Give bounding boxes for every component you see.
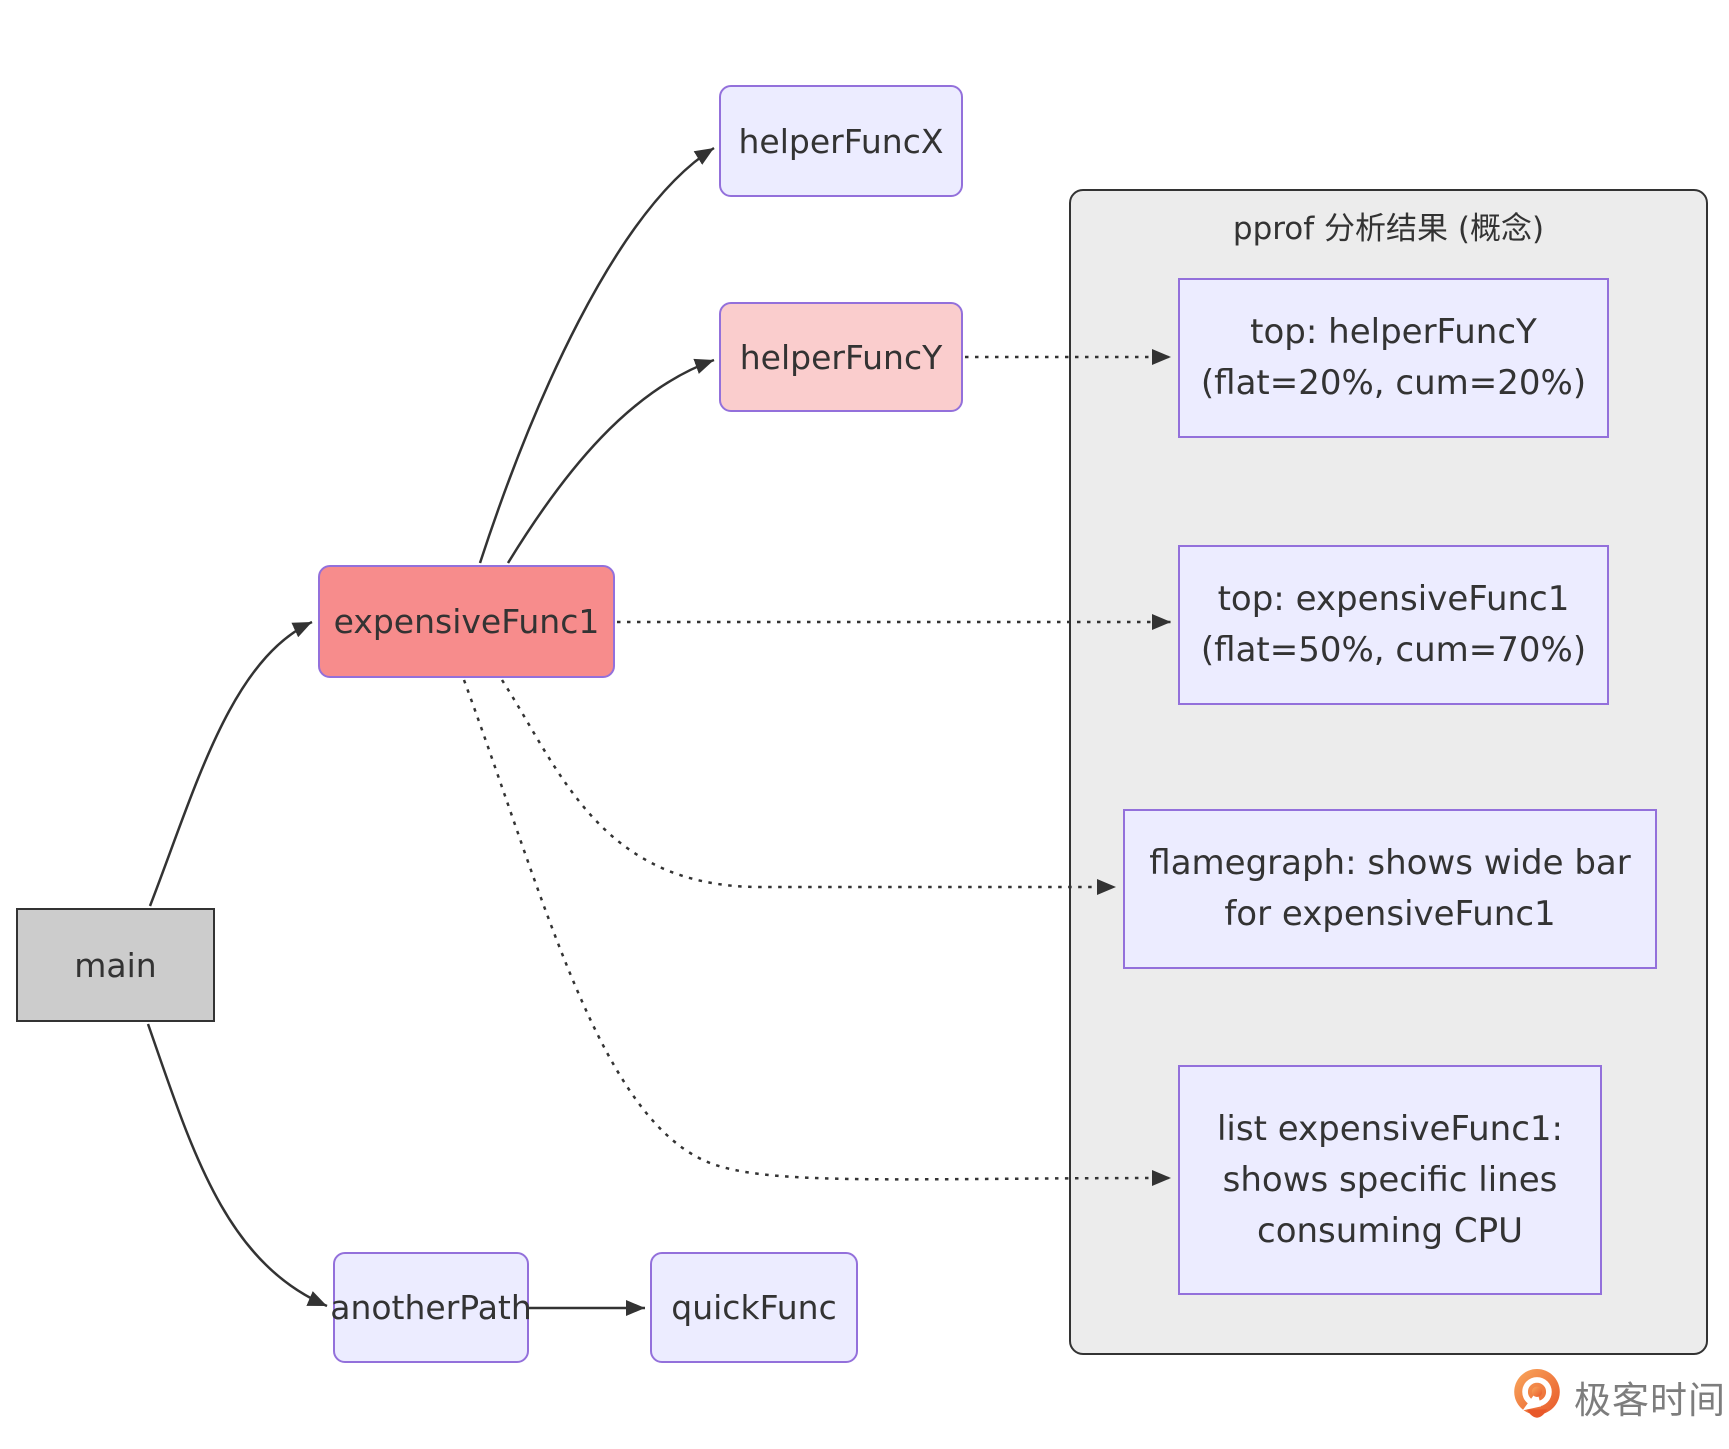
result-line: shows specific lines <box>1222 1159 1558 1200</box>
node-helperfuncy: helperFuncY <box>719 302 963 412</box>
node-label: quickFunc <box>671 1288 837 1327</box>
result-line: top: expensiveFunc1 <box>1217 579 1570 619</box>
result-line: top: helperFuncY <box>1250 312 1537 352</box>
result-list-expensivefunc1: list expensiveFunc1: shows specific line… <box>1178 1065 1602 1295</box>
node-label: helperFuncX <box>738 121 944 161</box>
result-line: consuming CPU <box>1257 1210 1523 1251</box>
node-label: expensiveFunc1 <box>333 602 600 641</box>
result-line: flamegraph: shows wide bar <box>1149 843 1631 883</box>
node-anotherpath: anotherPath <box>330 1252 532 1363</box>
node-quickfunc: quickFunc <box>650 1252 858 1363</box>
node-main: main <box>16 908 215 1022</box>
edge-expensivefunc1-to-flamegraph-result <box>500 679 1116 895</box>
node-label: anotherPath <box>330 1288 532 1327</box>
result-line: (flat=50%, cum=70%) <box>1200 630 1587 670</box>
panel-title: pprof 分析结果 (概念) <box>1232 211 1545 247</box>
result-line: for expensiveFunc1 <box>1224 894 1556 934</box>
pprof-results-panel: pprof 分析结果 (概念) top: helperFuncY (flat=2… <box>1069 189 1708 1355</box>
geektime-logo: 极客时间 <box>1512 1368 1726 1426</box>
result-top-expensivefunc1: top: expensiveFunc1 (flat=50%, cum=70%) <box>1178 545 1609 705</box>
node-helperfuncx: helperFuncX <box>719 85 963 197</box>
edge-main-to-anotherpath <box>146 1023 328 1308</box>
result-line: list expensiveFunc1: <box>1216 1108 1563 1149</box>
edge-expensivefunc1-to-list-result <box>462 679 1172 1187</box>
geektime-logo-text: 极客时间 <box>1574 1379 1726 1422</box>
geektime-logo-icon <box>1514 1369 1560 1418</box>
node-label: helperFuncY <box>739 337 943 377</box>
node-expensivefunc1: expensiveFunc1 <box>318 565 615 678</box>
result-line: (flat=20%, cum=20%) <box>1200 363 1587 403</box>
result-flamegraph: flamegraph: shows wide bar for expensive… <box>1123 809 1657 969</box>
node-label: main <box>74 945 157 985</box>
result-top-helperfuncy: top: helperFuncY (flat=20%, cum=20%) <box>1178 278 1609 438</box>
edge-expensivefunc1-to-helperfuncx <box>478 146 715 564</box>
edge-expensivefunc1-to-helperfuncy <box>506 358 715 564</box>
edge-main-to-expensivefunc1 <box>148 620 313 907</box>
